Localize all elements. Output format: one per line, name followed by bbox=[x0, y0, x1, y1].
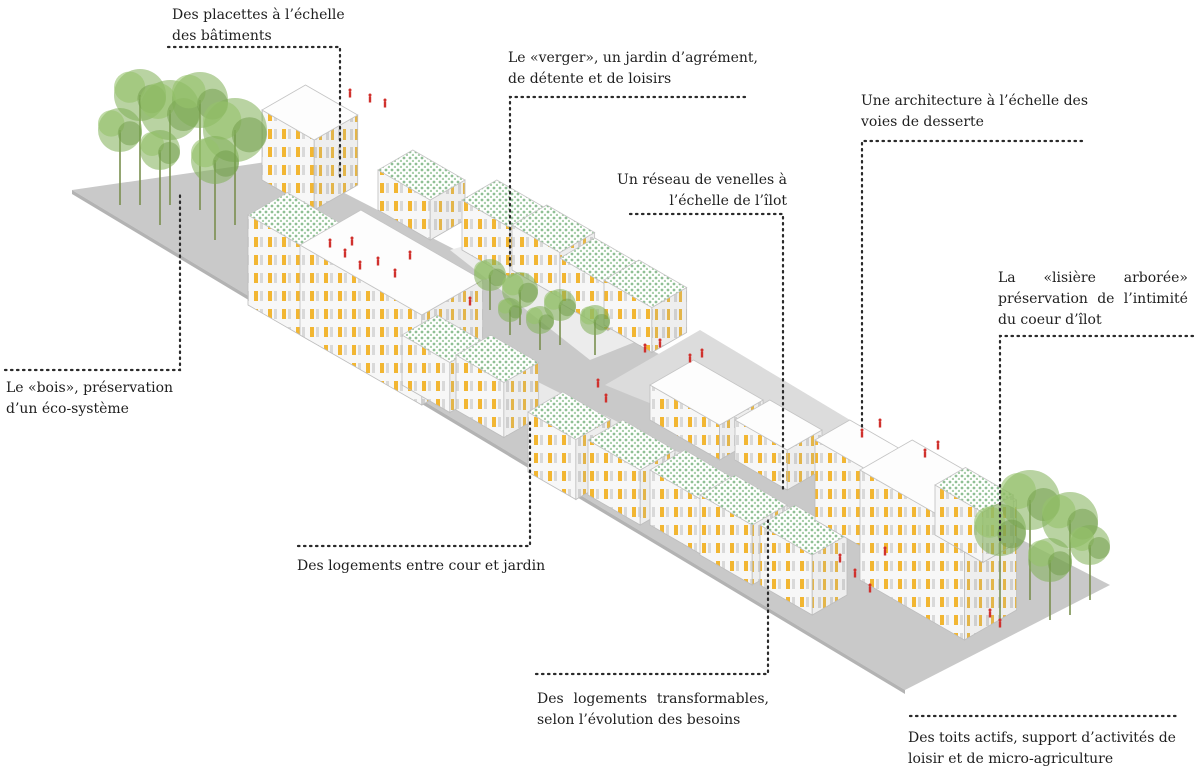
person-figure bbox=[368, 93, 372, 103]
person-figure bbox=[383, 98, 387, 108]
leader-bois bbox=[3, 193, 182, 372]
leader-verger bbox=[508, 95, 747, 272]
tree bbox=[98, 108, 142, 205]
person-figure bbox=[688, 353, 692, 363]
tree bbox=[191, 136, 239, 240]
person-figure bbox=[700, 348, 704, 358]
person-figure bbox=[350, 236, 354, 246]
leader-lines bbox=[3, 45, 1195, 718]
annotation-placettes: Des placettes à l’échelle des bâtiments bbox=[172, 5, 345, 47]
person-figure bbox=[998, 618, 1002, 628]
trees-bois bbox=[98, 69, 267, 240]
annotation-line: de détente et de loisirs bbox=[508, 71, 672, 87]
annotation-line: d’un éco-système bbox=[6, 401, 129, 417]
annotation-verger: Le «verger», un jardin d’agrément, de dé… bbox=[508, 48, 758, 90]
tree bbox=[498, 298, 522, 335]
annotation-line: Le «bois», préservation bbox=[6, 380, 174, 396]
person-figure bbox=[923, 448, 927, 458]
person-figure bbox=[838, 553, 842, 563]
person-figure bbox=[883, 546, 887, 556]
annotation-cour-jardin: Des logements entre cour et jardin bbox=[297, 556, 545, 577]
annotation-line: Le «verger», un jardin d’agrément, bbox=[508, 50, 759, 66]
leader-lisiere bbox=[998, 334, 1195, 542]
person-figure bbox=[988, 608, 992, 618]
leader-venelles bbox=[628, 212, 785, 492]
person-figure bbox=[936, 440, 940, 450]
building-block bbox=[734, 399, 823, 491]
tree bbox=[974, 504, 1026, 620]
trees-lisiere bbox=[974, 470, 1110, 620]
tree bbox=[580, 305, 610, 355]
tree bbox=[140, 130, 180, 225]
annotation-bois: Le «bois», préservation d’un éco-système bbox=[6, 378, 173, 420]
annotation-line: loisir et de micro-agriculture bbox=[908, 751, 1114, 767]
person-figure bbox=[393, 268, 397, 278]
person-figure bbox=[860, 428, 864, 438]
annotation-line: Des logements entre cour et jardin bbox=[297, 558, 546, 574]
annotation-line: Une architecture à l’échelle des bbox=[861, 93, 1089, 109]
person-figure bbox=[868, 583, 872, 593]
tree bbox=[526, 306, 554, 350]
person-figure bbox=[468, 296, 472, 306]
annotation-architecture: Une architecture à l’échelle des voies d… bbox=[861, 91, 1088, 133]
person-figure bbox=[343, 248, 347, 258]
tree bbox=[1028, 538, 1072, 620]
person-figure bbox=[853, 568, 857, 578]
leader-cour-jardin bbox=[296, 418, 532, 548]
person-figure bbox=[596, 378, 600, 388]
annotation-line: voies de desserte bbox=[861, 114, 984, 130]
annotation-line: des bâtiments bbox=[172, 28, 272, 44]
annotation-venelles: Un réseau de venelles à l’échelle de l’î… bbox=[617, 170, 787, 212]
person-figure bbox=[328, 238, 332, 248]
tree bbox=[1042, 492, 1098, 615]
people-figures bbox=[328, 88, 1002, 628]
leader-architecture bbox=[860, 139, 1084, 432]
annotation-line: Un réseau de venelles à bbox=[617, 172, 787, 188]
person-figure bbox=[348, 88, 352, 98]
person-figure bbox=[643, 343, 647, 353]
person-figure bbox=[604, 393, 608, 403]
annotation-line: l’échelle de l’îlot bbox=[669, 193, 787, 209]
annotation-line: selon l’évolution des besoins bbox=[537, 712, 741, 728]
person-figure bbox=[658, 338, 662, 348]
person-figure bbox=[376, 256, 380, 266]
trees-verger bbox=[474, 259, 610, 355]
tree bbox=[474, 259, 507, 310]
building-block bbox=[377, 149, 466, 241]
building-block bbox=[261, 84, 359, 211]
leader-transformables bbox=[534, 518, 770, 676]
person-figure bbox=[408, 250, 412, 260]
annotation-line: du coeur d’îlot bbox=[998, 312, 1102, 328]
person-figure bbox=[358, 260, 362, 270]
annotation-line: Des placettes à l’échelle bbox=[172, 7, 345, 23]
person-figure bbox=[878, 418, 882, 428]
tree bbox=[1070, 525, 1110, 600]
